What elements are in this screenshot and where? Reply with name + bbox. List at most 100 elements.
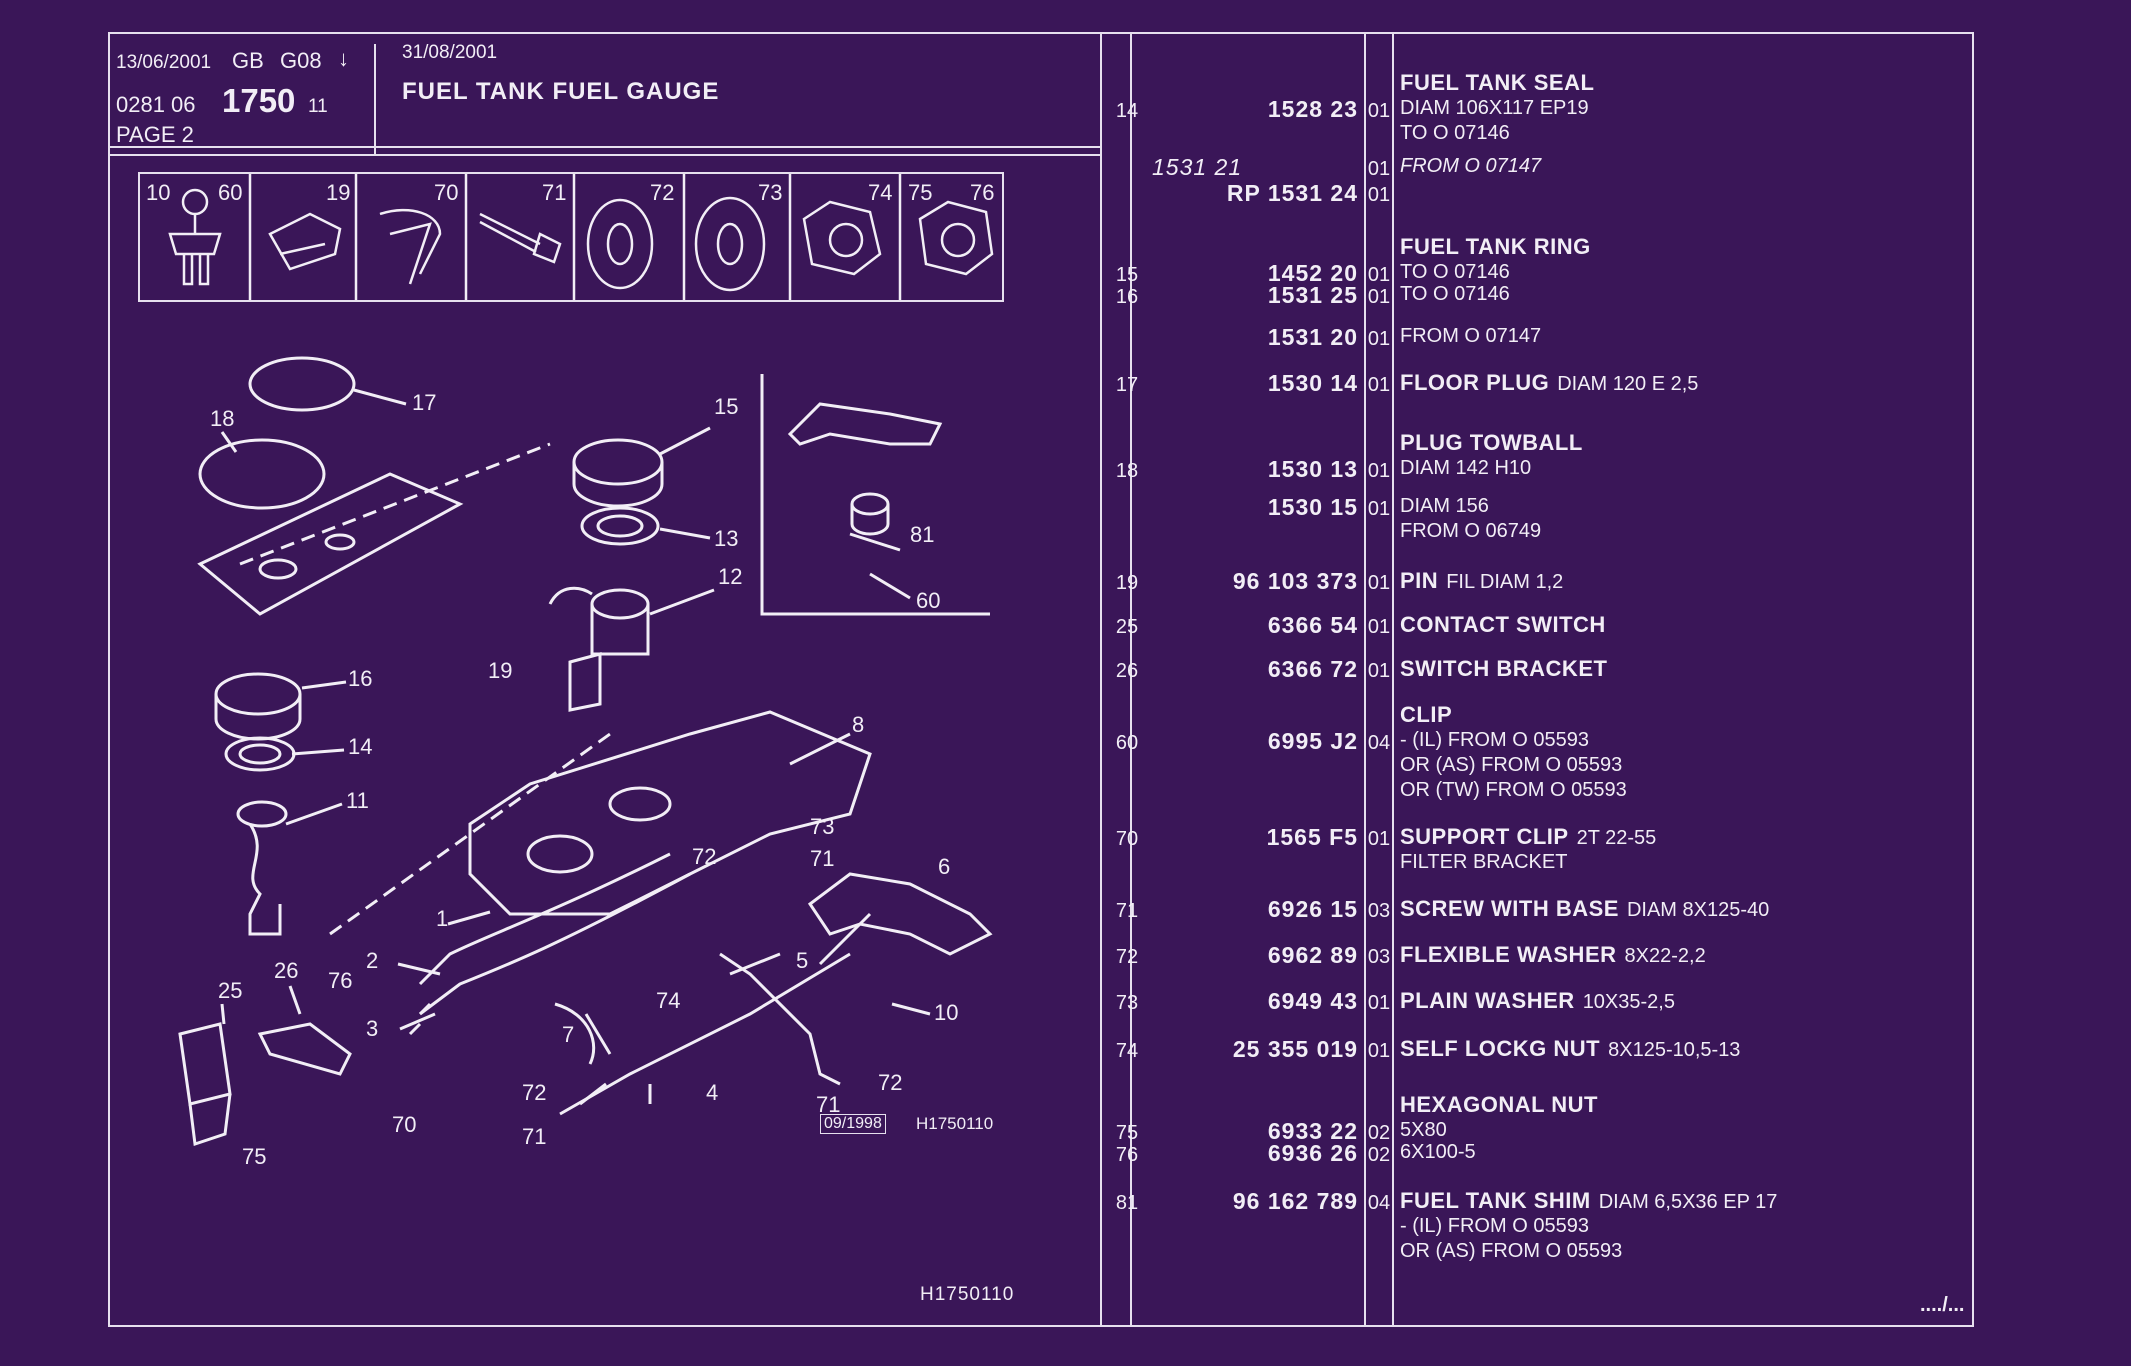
part-description: FROM O 07147 [1400,154,1541,179]
header-bottom-rule-2 [110,154,1100,156]
thumb-label-60: 60 [218,180,242,205]
part-number: RP 1531 24 [1226,180,1358,206]
part-spec: DIAM 120 E 2,5 [1557,373,1699,395]
ref-number: 18 [1115,460,1139,482]
quantity: 04 [1367,732,1391,754]
header-group: G08 [280,48,322,73]
header-code-suffix: 11 [308,96,328,117]
quantity: 01 [1367,1040,1391,1062]
ref-number: 15 [1115,264,1139,286]
ref-number: 14 [1115,100,1139,122]
callout-72b: 72 [522,1080,546,1105]
callout-6: 6 [938,854,950,879]
part-detail-line: FROM O 06749 [1400,520,1542,542]
part-detail-line: 6X100-5 [1400,1141,1476,1163]
part-detail-line: FILTER BRACKET [1400,851,1568,873]
part-description: SCREW WITH BASE DIAM 8X125-40 [1400,896,1769,922]
ref-number: 81 [1115,1192,1139,1214]
ref-number: 16 [1115,286,1139,308]
header-code-prefix: 0281 06 [116,92,196,117]
part-detail-line: TO O 07146 [1400,261,1510,283]
part-description: TO O 07146 [1400,282,1510,307]
part-detail-line: OR (TW) FROM O 05593 [1400,779,1627,801]
ref-number: 72 [1115,946,1139,968]
callout-76: 76 [328,968,352,993]
part-spec: DIAM 8X125-40 [1626,899,1770,921]
diagram-ref-code: H1750110 [916,1114,994,1133]
quantity: 04 [1367,1192,1391,1214]
callout-18: 18 [210,406,234,431]
part-name: SCREW WITH BASE [1400,896,1619,921]
part-number: 6949 43 [1267,988,1358,1014]
ref-number: 60 [1115,732,1139,754]
header-lang: GB [232,48,264,73]
quantity: 01 [1367,374,1391,396]
thumb-label-75: 75 [908,180,932,205]
callout-1: 1 [436,906,448,931]
callout-72: 72 [692,844,716,869]
thumb-label-72: 72 [650,180,674,205]
callout-14: 14 [348,734,372,759]
callout-8: 8 [852,712,864,737]
part-spec: 8X22-2,2 [1624,945,1706,967]
ref-number: 25 [1115,616,1139,638]
quantity: 01 [1367,828,1391,850]
col-rule-a [1100,34,1102,1327]
callout-12: 12 [718,564,742,589]
callout-11: 11 [346,788,369,813]
quantity: 01 [1367,660,1391,682]
header-page: PAGE 2 [116,122,194,147]
quantity: 01 [1367,264,1391,286]
part-number: 96 103 373 [1232,568,1358,594]
part-detail-line: - (IL) FROM O 05593 [1400,729,1589,751]
part-number: 6933 22 [1267,1118,1358,1144]
quantity: 02 [1367,1122,1391,1144]
part-name: SUPPORT CLIP [1400,824,1569,849]
part-number: 6936 26 [1267,1140,1358,1166]
part-description: SWITCH BRACKET [1400,656,1607,682]
part-number: 1528 23 [1267,96,1358,122]
part-number: 6366 72 [1267,656,1358,682]
part-description: CONTACT SWITCH [1400,612,1606,638]
part-name: HEXAGONAL NUT [1400,1092,1598,1117]
part-number: 6926 15 [1267,896,1358,922]
callout-16: 16 [348,666,372,691]
callout-71: 71 [810,846,834,871]
part-number: 25 355 019 [1232,1036,1358,1062]
callout-73: 73 [810,814,834,839]
part-detail-line: 5X80 [1400,1119,1447,1141]
part-number: 1530 15 [1267,494,1358,520]
callout-71c: 71 [816,1092,840,1117]
quantity: 01 [1367,572,1391,594]
page-title: FUEL TANK FUEL GAUGE [402,78,720,105]
part-name: FLEXIBLE WASHER [1400,942,1617,967]
ref-number: 71 [1115,900,1139,922]
thumb-label-73: 73 [758,180,782,205]
part-detail-line: FROM O 07147 [1400,325,1542,347]
part-name: PIN [1400,568,1439,593]
continue-marker: ..../... [1920,1294,1965,1316]
callout-25: 25 [218,978,242,1003]
col-rule-b [1130,34,1132,1327]
callout-81: 81 [910,522,934,547]
part-name: PLUG TOWBALL [1400,430,1583,455]
part-number: 6962 89 [1267,942,1358,968]
callout-10: 10 [934,1000,958,1025]
callout-72c: 72 [878,1070,902,1095]
part-detail-line: DIAM 142 H10 [1400,457,1532,479]
part-detail-line: OR (AS) FROM O 05593 [1400,1240,1623,1262]
part-number: 1531 20 [1267,324,1358,350]
callout-2: 2 [366,948,378,973]
part-spec: DIAM 6,5X36 EP 17 [1598,1191,1778,1213]
quantity: 01 [1367,992,1391,1014]
header-date: 13/06/2001 [116,52,212,73]
part-description: 6X100-5 [1400,1140,1476,1165]
part-name: CLIP [1400,702,1453,727]
